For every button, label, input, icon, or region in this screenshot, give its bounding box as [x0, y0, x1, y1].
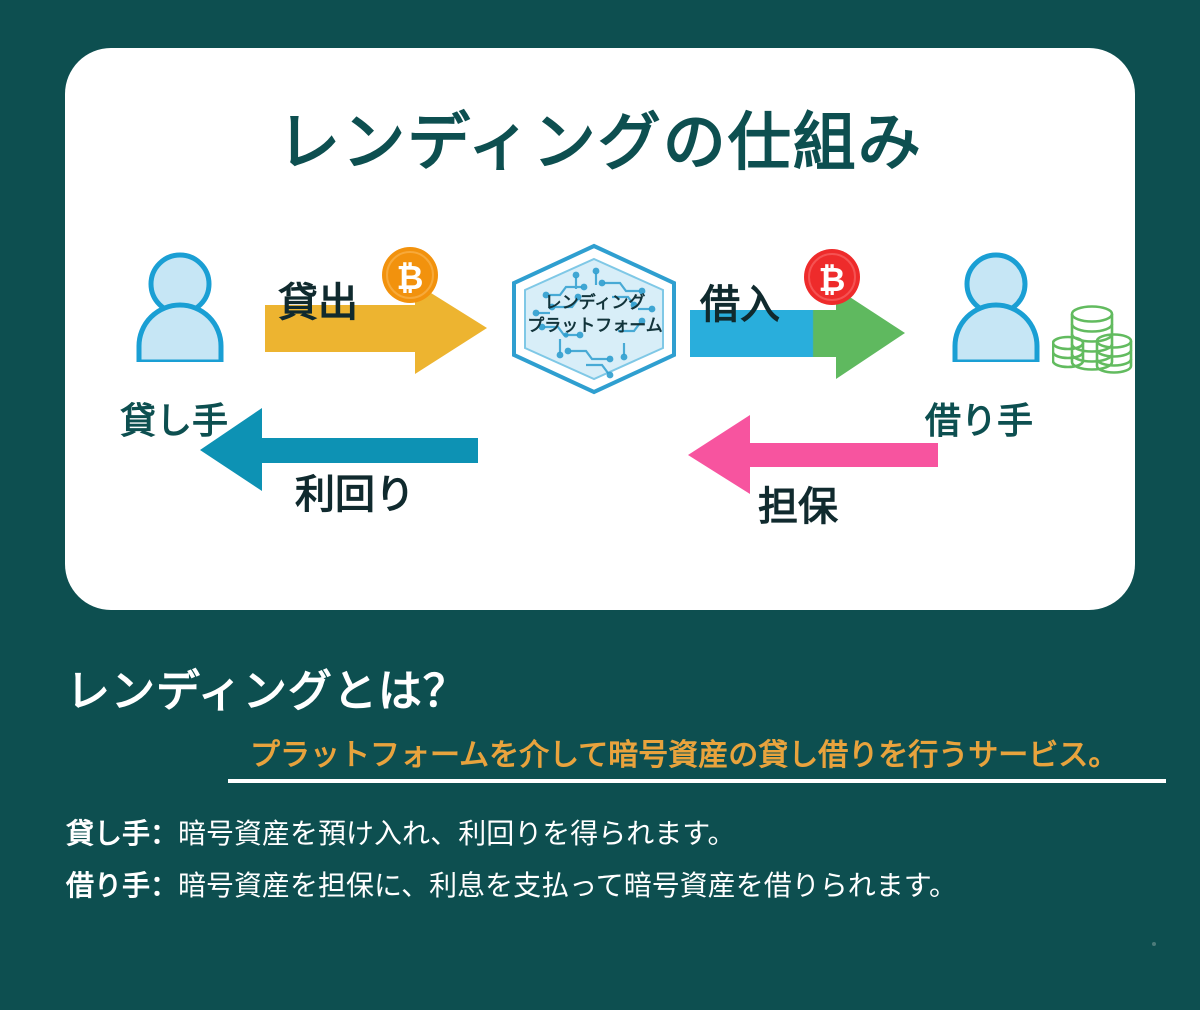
- svg-text:₿: ₿: [397, 259, 424, 296]
- platform-label: レンディング プラットフォーム: [500, 292, 690, 338]
- detail-body-borrower: 暗号資産を担保に、利息を支払って暗号資産を借りられます。: [178, 870, 957, 901]
- detail-role-lender: 貸し手：: [66, 818, 179, 849]
- borrower-label: 借り手: [925, 400, 1034, 441]
- section-heading: レンディングとは？: [66, 667, 468, 716]
- corner-dot: [1152, 942, 1156, 946]
- lender-person-icon: [132, 252, 228, 367]
- collateral-arrow-label: 担保: [758, 485, 838, 529]
- lender-label: 貸し手: [120, 400, 229, 441]
- platform-label-line1: レンディング: [544, 293, 646, 312]
- detail-line-borrower: 借り手：暗号資産を担保に、利息を支払って暗号資産を借りられます。: [66, 864, 957, 904]
- summary-text: プラットフォームを介して暗号資産の貸し借りを行うサービス。: [250, 739, 1119, 772]
- platform-label-line2: プラットフォーム: [527, 315, 663, 335]
- yield-arrow-label: 利回り: [295, 473, 415, 517]
- detail-line-lender: 貸し手：暗号資産を預け入れ、利回りを得られます。: [66, 812, 736, 852]
- detail-body-lender: 暗号資産を預け入れ、利回りを得られます。: [178, 818, 736, 849]
- collateral-arrow: [688, 415, 938, 494]
- bitcoin-coin-red-icon: ₿: [803, 248, 861, 311]
- bitcoin-coin-orange-icon: ₿: [381, 246, 439, 309]
- lend-arrow: [265, 283, 487, 374]
- borrow-arrow: [690, 288, 905, 379]
- svg-text:₿: ₿: [819, 261, 846, 298]
- summary-underline: [228, 779, 1166, 783]
- borrower-person-icon: [948, 252, 1044, 367]
- yield-arrow: [200, 408, 478, 491]
- coin-stack-icon: [1051, 302, 1134, 379]
- page-title: レンディングの仕組み: [277, 108, 923, 178]
- lend-arrow-label: 貸出: [278, 281, 358, 325]
- lending-platform-hexagon-icon: [508, 243, 680, 400]
- borrow-arrow-label: 借入: [700, 283, 780, 327]
- detail-role-borrower: 借り手：: [66, 870, 179, 901]
